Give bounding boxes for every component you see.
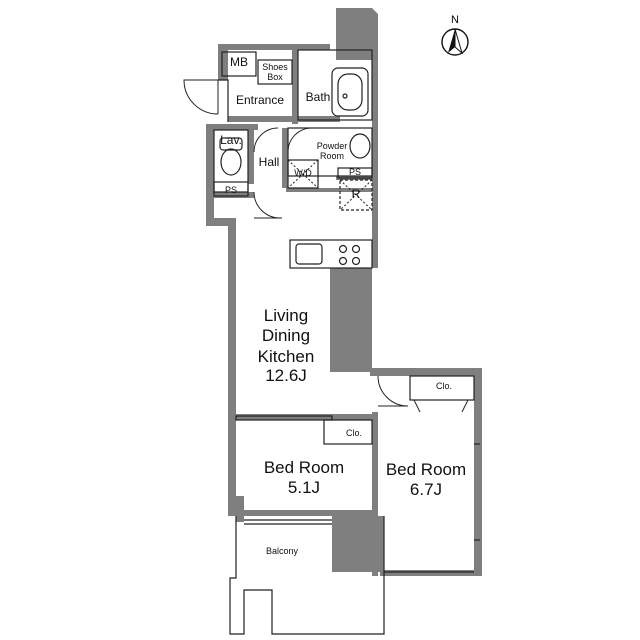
- bath-outline: [297, 49, 373, 121]
- bath-drain: [342, 93, 348, 99]
- burner-2: [351, 244, 361, 254]
- ps-box-lav: [213, 181, 249, 197]
- closet2-door-a: [413, 399, 421, 413]
- shoes-box-outline: [257, 59, 293, 85]
- closet2-door-b: [461, 399, 469, 413]
- closet2-outline: [409, 375, 475, 401]
- fridge-diag-2: [339, 179, 373, 211]
- label-shoes-box: Shoes Box: [262, 62, 288, 82]
- sliding-door-ldk-bed1: [235, 415, 333, 421]
- powder-sink: [349, 133, 371, 159]
- wd-diag-2: [287, 159, 319, 189]
- label-bedroom1-size: 5.1J: [287, 478, 321, 497]
- lav-wall-bottom: [206, 192, 254, 198]
- label-powder-room: Powder Room: [316, 141, 348, 161]
- label-bedroom1-name: Bed Room: [263, 458, 345, 477]
- toilet-bowl: [220, 148, 242, 176]
- label-wd: W/D: [294, 168, 312, 178]
- label-ps-lav: PS: [224, 185, 237, 195]
- entrance-wall-top: [218, 44, 330, 50]
- label-bath: Bath: [305, 90, 331, 104]
- toilet-tank: [219, 137, 243, 151]
- bedroom1-top-wall: [236, 414, 376, 420]
- kitchen-sink: [295, 243, 323, 265]
- label-mb: MB: [230, 55, 248, 69]
- refrigerator-space: [339, 179, 373, 211]
- hall-door-swing: [253, 191, 281, 219]
- bath-wall-west: [292, 50, 298, 124]
- label-closet2: Clo.: [435, 381, 452, 391]
- bedroom2-door-swing: [377, 375, 409, 407]
- label-bedroom2-size: 6.7J: [409, 480, 443, 499]
- shaft-wall-top: [336, 8, 378, 124]
- west-wall-ldk: [228, 226, 236, 516]
- powder-room-outline: [287, 127, 373, 177]
- north-arrow-icon: [441, 28, 469, 56]
- bedroom-divider-wall: [372, 412, 378, 576]
- west-wall-lav: [206, 124, 214, 226]
- lav-wall-east: [248, 128, 254, 184]
- balcony-outline: [229, 516, 385, 635]
- bedroom2-bottom-wall: [380, 570, 482, 576]
- bathtub-inner: [337, 73, 363, 111]
- bathtub: [331, 67, 369, 117]
- label-bedroom2-name: Bed Room: [385, 460, 467, 479]
- label-entrance: Entrance: [235, 93, 285, 107]
- outlines: [213, 49, 480, 635]
- doors: [183, 79, 469, 413]
- lav-outline: [213, 129, 249, 193]
- wd-outline: [287, 159, 319, 189]
- powder-wall-bottom: [286, 188, 372, 192]
- burner-1: [338, 244, 348, 254]
- bedroom2-top-wall: [370, 368, 482, 376]
- label-refrigerator: R: [351, 187, 361, 201]
- label-ps-kitchen: PS: [348, 167, 361, 177]
- label-balcony: Balcony: [265, 546, 299, 556]
- entrance-wall-bottom: [228, 116, 340, 122]
- front-door-swing: [183, 79, 219, 115]
- powder-door-swing: [287, 127, 311, 151]
- west-wall-step: [206, 218, 236, 226]
- hall-wall-east: [282, 128, 288, 188]
- north-label: N: [451, 14, 459, 26]
- north-compass: N: [440, 14, 470, 58]
- east-wall-kitchen: [372, 124, 378, 268]
- lav-top-wall: [206, 124, 258, 130]
- bedroom1-bottom-wall: [234, 510, 376, 516]
- burner-3: [338, 256, 348, 266]
- lav-door-swing: [253, 127, 279, 153]
- column-wall-mid: [330, 268, 372, 372]
- ps-box-kitchen: [337, 167, 373, 179]
- label-ldk-name: Living Dining Kitchen: [257, 306, 315, 366]
- label-hall: Hall: [258, 155, 280, 169]
- closet1-outline: [323, 419, 373, 445]
- label-ldk-size: 12.6J: [265, 366, 307, 385]
- entrance-outline-west: [218, 79, 229, 122]
- entrance-wall-west: [218, 44, 228, 80]
- bedroom1-sw-wall: [236, 496, 244, 522]
- mb-box: [221, 51, 257, 77]
- kitchen-counter: [289, 239, 373, 269]
- label-closet1: Clo.: [345, 428, 362, 438]
- east-wall-bedroom2: [474, 368, 482, 576]
- label-lav: Lav.: [220, 133, 242, 147]
- burner-4: [351, 256, 361, 266]
